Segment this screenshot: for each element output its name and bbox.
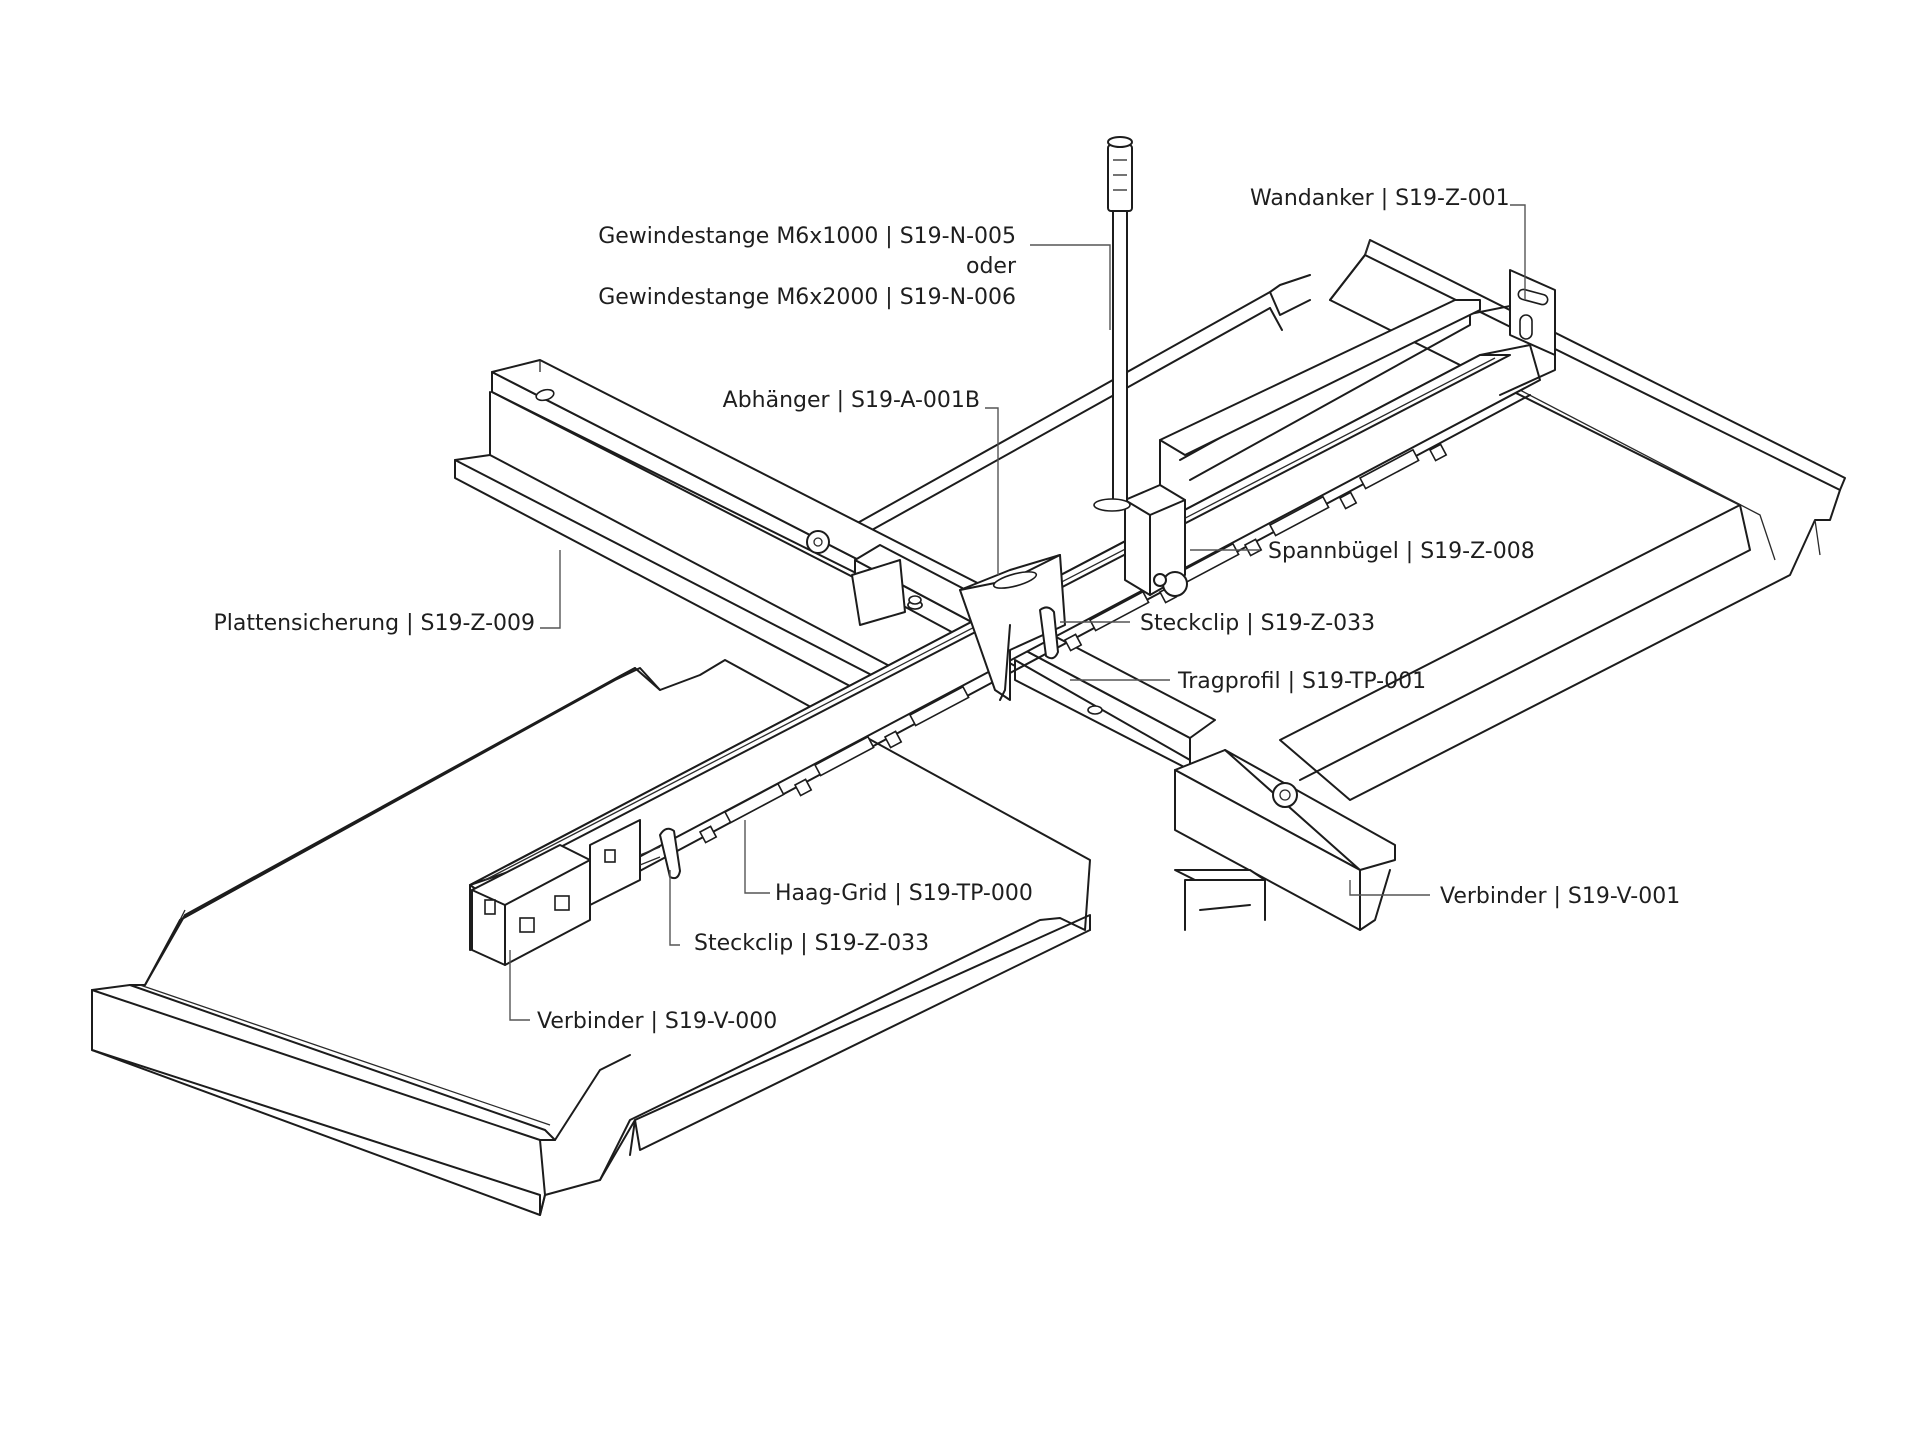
ceiling-panel-left (91, 659, 1091, 1216)
leader-lines (509, 204, 1526, 1021)
gewindestange (1093, 136, 1133, 512)
label-tragprofil: Tragprofil | S19-TP-001 (1177, 669, 1426, 694)
label-plattensicherung: Plattensicherung | S19-Z-009 (213, 611, 535, 636)
label-gewindestange-2: oder (966, 254, 1017, 279)
labels: Gewindestange M6x1000 | S19-N-005 oder G… (213, 186, 1680, 1034)
label-gewindestange-1: Gewindestange M6x1000 | S19-N-005 (598, 224, 1016, 249)
label-steckclip-lower: Steckclip | S19-Z-033 (694, 931, 929, 956)
label-gewindestange-3: Gewindestange M6x2000 | S19-N-006 (598, 285, 1016, 310)
label-spannbuegel: Spannbügel | S19-Z-008 (1268, 539, 1535, 564)
plattensicherung-nut (806, 530, 922, 626)
label-verbinder-right: Verbinder | S19-V-001 (1440, 884, 1680, 909)
abhaenger (959, 554, 1066, 701)
label-steckclip-upper: Steckclip | S19-Z-033 (1140, 611, 1375, 636)
label-verbinder-left: Verbinder | S19-V-000 (537, 1009, 777, 1034)
label-abhaenger: Abhänger | S19-A-001B (723, 388, 980, 413)
verbinder-left (471, 819, 641, 966)
ceiling-panel-back (844, 274, 1311, 546)
rail-slots (698, 443, 1448, 844)
verbinder-right (1174, 749, 1396, 931)
spannbuegel (1124, 484, 1188, 597)
ceiling-panel-right (1279, 239, 1846, 801)
steckclip-lower (639, 827, 681, 880)
wandanker (1499, 269, 1556, 396)
label-wandanker: Wandanker | S19-Z-001 (1250, 186, 1510, 211)
label-haag-grid: Haag-Grid | S19-TP-000 (775, 881, 1033, 906)
